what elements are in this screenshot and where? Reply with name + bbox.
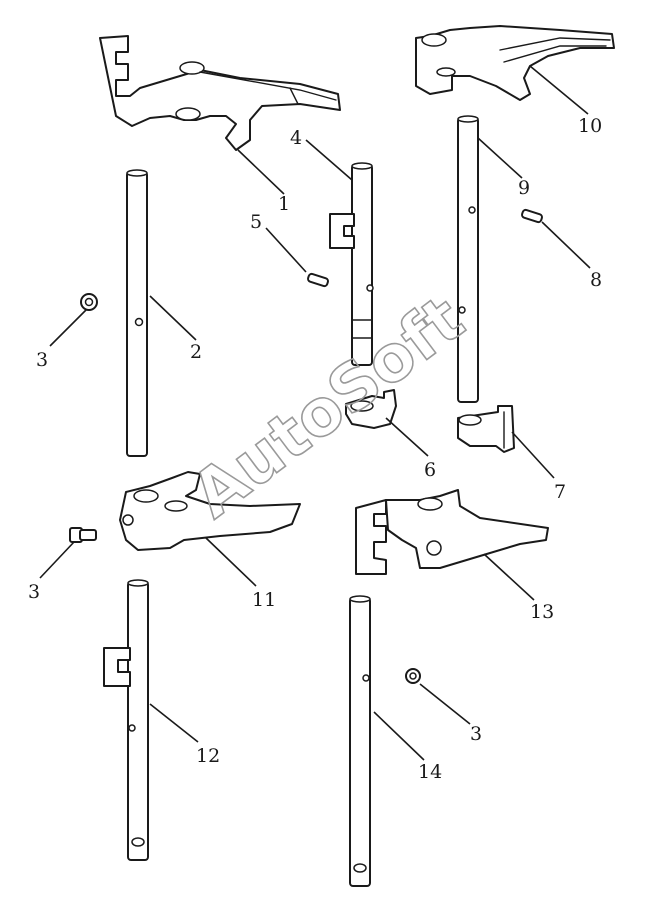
callout-4: 4 bbox=[290, 127, 302, 149]
svg-text:AutoSoft: AutoSoft bbox=[179, 282, 478, 533]
leader-lines bbox=[39, 65, 591, 761]
callout-14: 14 bbox=[418, 761, 442, 783]
callout-3-middle: 3 bbox=[28, 581, 40, 603]
callout-1: 1 bbox=[278, 193, 290, 215]
part-2-shift-rod bbox=[126, 169, 148, 457]
part-5-pin bbox=[307, 272, 329, 288]
callout-3-upper: 3 bbox=[36, 349, 48, 371]
part-12-shift-rod bbox=[103, 579, 149, 861]
callout-2: 2 bbox=[190, 341, 202, 363]
watermark: AutoSoft bbox=[178, 281, 478, 533]
callout-7: 7 bbox=[554, 481, 566, 503]
callout-10: 10 bbox=[578, 115, 602, 137]
part-11-shift-fork bbox=[119, 471, 301, 551]
part-10-shift-fork bbox=[415, 25, 615, 101]
callout-6: 6 bbox=[424, 459, 436, 481]
callout-13: 13 bbox=[530, 601, 554, 623]
part-3-bolt-upper bbox=[80, 293, 98, 311]
part-7-bracket bbox=[457, 405, 515, 453]
part-4-short-rod bbox=[329, 162, 374, 366]
callout-11: 11 bbox=[252, 589, 276, 611]
part-9-shift-rod bbox=[457, 115, 479, 403]
callout-labels: 1 2 3 4 5 6 7 8 9 10 3 11 12 13 14 3 bbox=[28, 115, 602, 783]
part-1-shift-fork bbox=[99, 35, 341, 151]
part-3-bolt-middle bbox=[69, 527, 97, 543]
callout-5: 5 bbox=[250, 211, 262, 233]
part-3-bolt-lower bbox=[405, 668, 421, 684]
part-6-clamp-block bbox=[345, 389, 397, 429]
part-13-shift-fork bbox=[355, 489, 549, 575]
part-14-shift-rod bbox=[349, 595, 371, 887]
callout-8: 8 bbox=[590, 269, 602, 291]
callout-3-lower: 3 bbox=[470, 723, 482, 745]
part-8-pin bbox=[521, 208, 543, 224]
callout-9: 9 bbox=[518, 177, 530, 199]
callout-12: 12 bbox=[196, 745, 220, 767]
